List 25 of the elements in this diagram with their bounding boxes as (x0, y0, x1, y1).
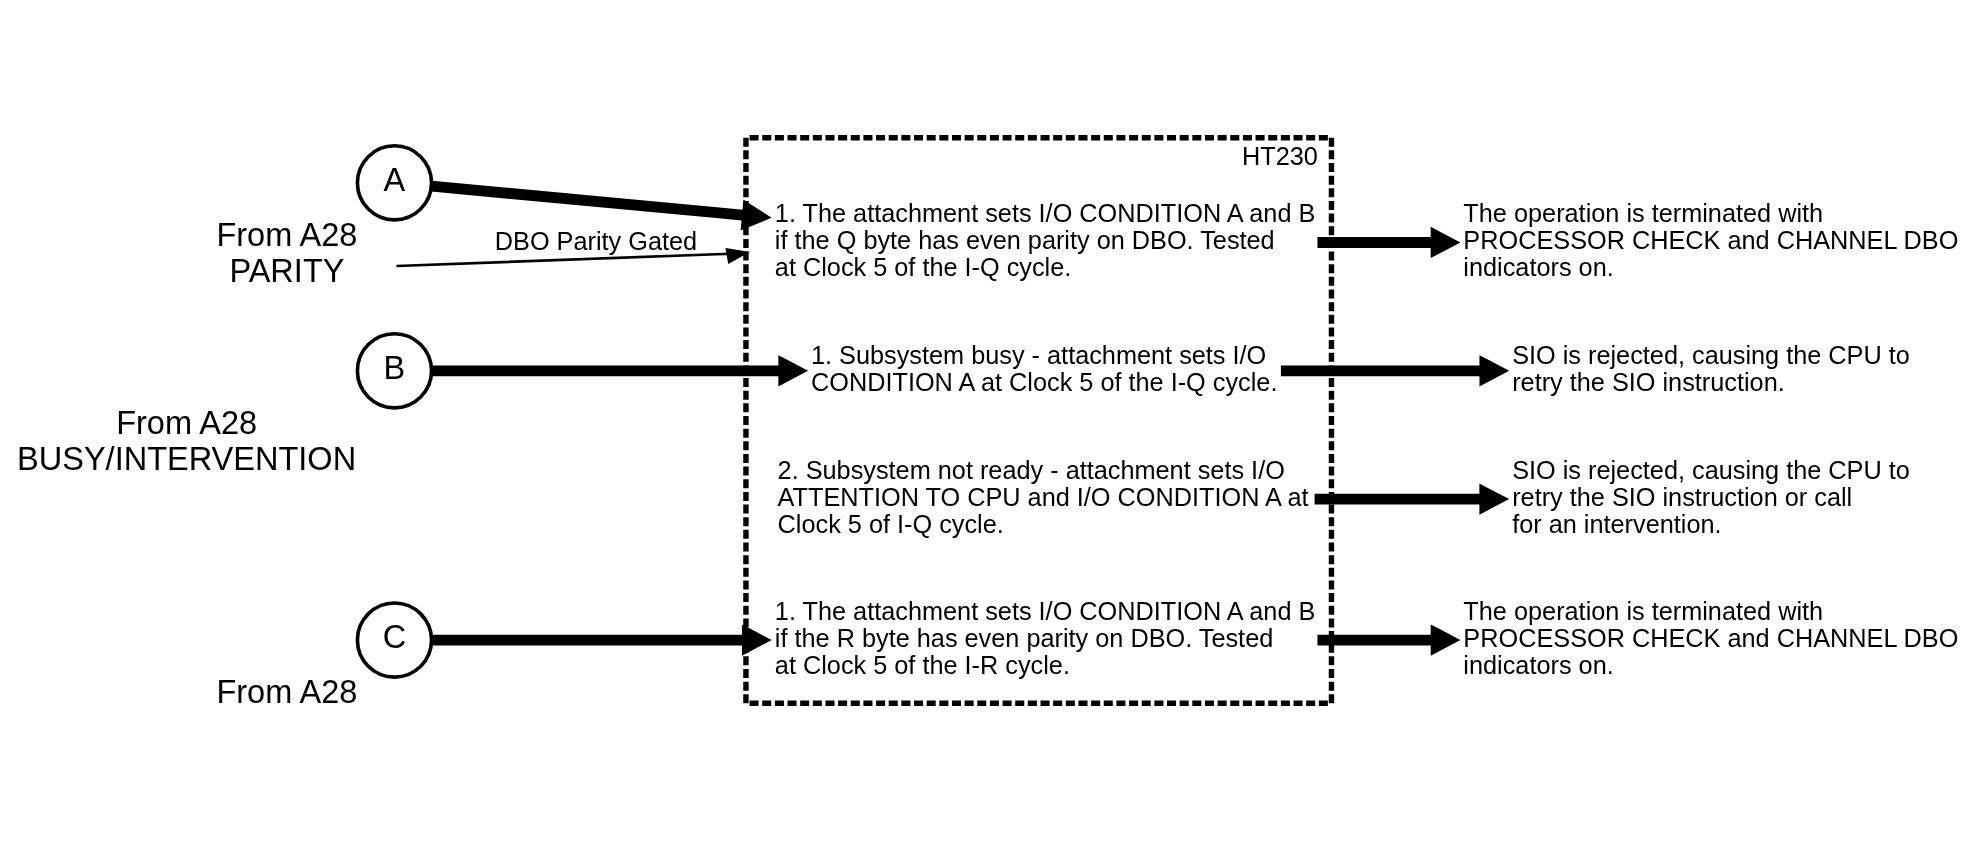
arrow (431, 180, 772, 231)
node-text: The operation is terminated with PROCESSOR CHECK and CHANNEL DBO indicators on. (1463, 596, 1959, 679)
node-label: From A28 (216, 674, 358, 711)
edge-label: DBO Parity Gated (494, 227, 698, 256)
node-text: 1. Subsystem busy - attachment sets I/O CONDITION A at Clock 5 of the I-Q cycle. (811, 340, 1278, 397)
node-circle: C (355, 601, 434, 679)
arrow (1314, 483, 1510, 515)
arrow (1280, 355, 1510, 387)
node-text: 1. The attachment sets I/O CONDITION A and B if the Q byte has even parity on DBO. Tested at Clock 5 of the I-Q cycle. (774, 199, 1316, 282)
node-label: From A28 (116, 404, 258, 441)
node-label: From A28 (216, 216, 358, 253)
node-text: SIO is rejected, causing the CPU to retry the SIO instruction. (1512, 340, 1910, 397)
arrow (1317, 226, 1461, 259)
node-circle: A (355, 144, 434, 222)
node-text: 2. Subsystem not ready - attachment sets I/O ATTENTION TO CPU and I/O CONDITION A at Clock 5 of I-Q cycle. (777, 455, 1309, 538)
node-text: 1. The attachment sets I/O CONDITION A and B if the R byte has even parity on DBO. Tested at Clock 5 of the I-R cycle. (774, 596, 1316, 679)
node-circle: B (355, 331, 434, 410)
arrow (431, 624, 772, 656)
node-label: PARITY (229, 253, 345, 290)
arrow (431, 355, 809, 387)
node-label: BUSY/INTERVENTION (17, 441, 357, 478)
arrow (396, 247, 750, 268)
node-text: The operation is terminated with PROCESSOR CHECK and CHANNEL DBO indicators on. (1463, 199, 1959, 282)
arrow (1317, 624, 1461, 656)
node-text: SIO is rejected, causing the CPU to retry the SIO instruction or call for an intervention. (1512, 455, 1910, 538)
